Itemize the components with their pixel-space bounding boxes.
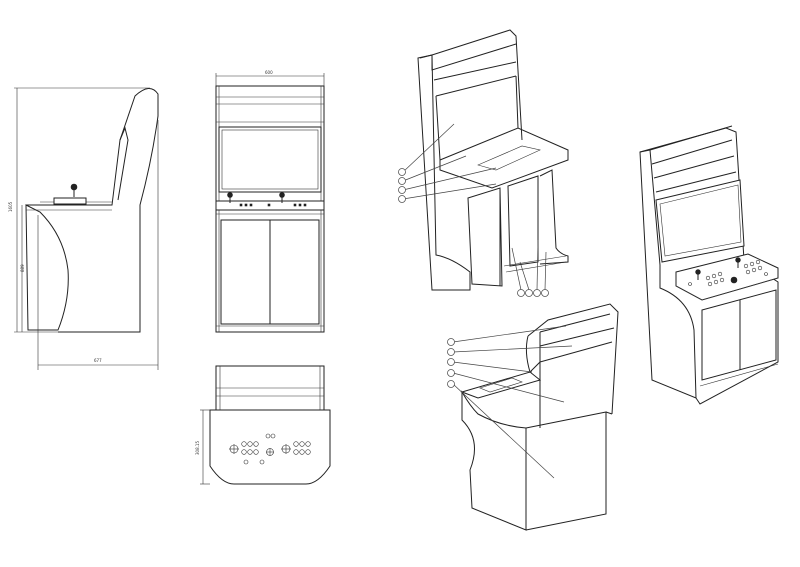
control-panel-layout bbox=[229, 433, 311, 465]
dim-control-height: 889 bbox=[20, 264, 25, 272]
dim-total-height: 1605 bbox=[8, 201, 13, 212]
assembled-controls bbox=[688, 257, 768, 287]
dim-width: 600 bbox=[265, 70, 273, 75]
assembled-view bbox=[639, 125, 779, 405]
exploded-top-callouts bbox=[398, 123, 497, 203]
rear-view bbox=[447, 303, 619, 531]
side-view: 1605 889 677 bbox=[8, 87, 159, 370]
exploded-bottom-callouts bbox=[511, 239, 549, 297]
dim-panel-depth: 308.15 bbox=[195, 441, 200, 455]
exploded-view bbox=[398, 29, 569, 297]
dim-depth: 677 bbox=[94, 358, 102, 363]
rear-view-callouts bbox=[447, 325, 573, 479]
top-view: 308.15 bbox=[195, 365, 331, 485]
front-controls bbox=[227, 192, 307, 207]
front-view: 600 bbox=[215, 70, 325, 333]
